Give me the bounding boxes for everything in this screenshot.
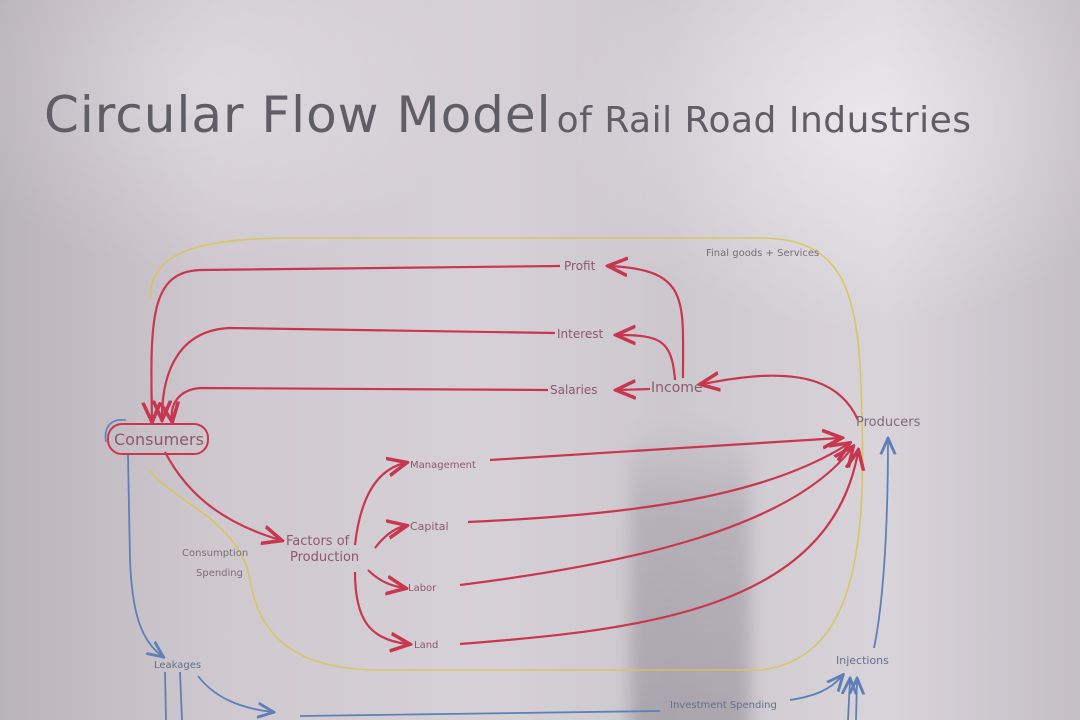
leakages-to-savings-arrow [197, 675, 272, 712]
factors-to-land-arrow [353, 571, 408, 644]
investment-spending-label: Investment Spending [670, 700, 777, 711]
labor-to-producers-arrow [459, 448, 852, 587]
consumption-label-line1: Consumption [182, 548, 248, 559]
profit-to-consumers-arrow [151, 264, 561, 420]
capital-to-producers-arrow [467, 444, 848, 524]
diagram-title: Circular Flow Model of Rail Road Industr… [44, 86, 1064, 144]
factors-to-management-arrow [353, 463, 405, 546]
labor-label: Labor [408, 583, 437, 594]
injections-label: Injections [836, 654, 889, 667]
final-goods-label: Final goods + Services [706, 248, 819, 259]
investment-to-injections-arrow [789, 676, 842, 701]
producers-label: Producers [856, 415, 921, 430]
investment-spending-arrow [299, 710, 661, 717]
capital-label: Capital [410, 520, 449, 533]
injections-to-producers-arrow [873, 440, 888, 649]
land-to-producers-arrow [459, 452, 858, 646]
interest-label: Interest [557, 327, 604, 341]
producers-to-income-arrow [702, 376, 860, 421]
title-rest: of Rail Road Industries [556, 100, 972, 141]
consumers-node-outline [107, 423, 209, 455]
consumption-label-line2: Spending [196, 568, 243, 579]
profit-label: Profit [564, 259, 596, 273]
factors-label-line2: Production [290, 550, 359, 565]
leakages-label: Leakages [154, 660, 201, 671]
consumers-self-arrow [104, 419, 127, 443]
consumers-to-leakages-arrow [127, 454, 162, 656]
consumers-label: Consumers [114, 430, 204, 449]
management-label: Management [410, 460, 476, 471]
factors-to-capital-arrow [374, 526, 405, 549]
injections-up-line [848, 680, 850, 720]
salaries-flow-arrow [618, 389, 651, 390]
injections-up-line-2 [856, 680, 857, 720]
interest-to-consumers-arrow [162, 326, 556, 418]
final-goods-loop [149, 237, 864, 671]
factors-to-labor-arrow [367, 569, 404, 588]
interest-flow-arrow [618, 335, 677, 381]
profit-flow-arrow [610, 266, 685, 379]
management-to-producers-arrow [489, 438, 840, 462]
leakages-down-line-2 [164, 671, 167, 720]
title-main: Circular Flow Model [44, 86, 552, 144]
salaries-label: Salaries [550, 383, 598, 397]
factors-label-line1: Factors of [286, 534, 350, 549]
income-label: Income [651, 380, 703, 396]
land-label: Land [414, 640, 438, 651]
consumers-to-factors-arrow [164, 451, 280, 540]
leakages-down-line [179, 671, 183, 720]
salaries-to-consumers-arrow [172, 386, 549, 420]
